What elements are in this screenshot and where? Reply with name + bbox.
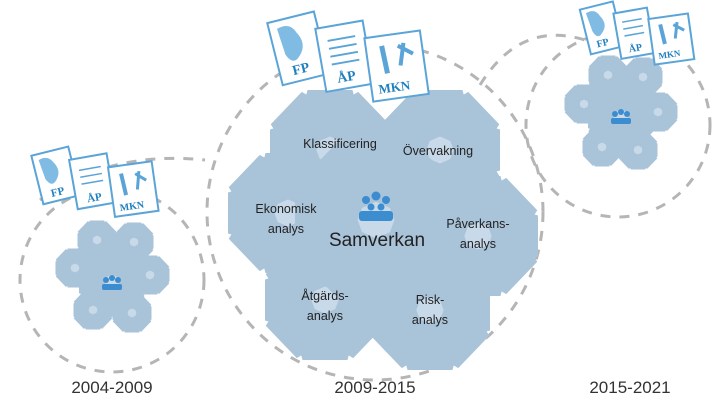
label-overvakning: Övervakning <box>403 144 473 158</box>
label-paverkans-analys: analys <box>460 237 496 251</box>
svg-text:FP: FP <box>50 185 66 200</box>
svg-text:MKN: MKN <box>378 77 412 96</box>
label-risk-analys: analys <box>412 313 448 327</box>
document-icon: ÅP <box>67 152 117 211</box>
svg-text:ÅP: ÅP <box>628 41 643 55</box>
center-label-samverkan: Samverkan <box>329 230 425 251</box>
document-stack-2015-2021: FP ÅP MKN <box>578 0 696 66</box>
document-icon: ÅP <box>314 19 375 94</box>
people-icon <box>102 275 122 290</box>
svg-text:FP: FP <box>596 37 611 51</box>
svg-text:MKN: MKN <box>119 200 146 214</box>
label-ekonomisk: Ekonomisk <box>255 202 317 216</box>
label-klassificering: Klassificering <box>303 137 377 151</box>
gear-icon <box>595 62 621 88</box>
document-stack-2009-2015: FP ÅP MKN <box>266 10 430 103</box>
people-icon <box>611 109 631 124</box>
circle-2009-2015 <box>205 42 545 382</box>
gear-icon <box>645 99 671 125</box>
people-icon <box>359 191 393 221</box>
circle-2015-2021 <box>524 31 712 219</box>
period-label-2004-2009: 2004-2009 <box>71 378 152 397</box>
period-label-2015-2021: 2015-2021 <box>589 378 670 397</box>
connector-arc-right <box>478 33 586 86</box>
gear-icon <box>80 297 106 323</box>
document-icon: MKN <box>363 29 430 103</box>
gear-icon <box>571 91 597 117</box>
document-icon: MKN <box>106 160 160 218</box>
gear-icon <box>62 255 88 281</box>
gear-icon <box>625 137 651 163</box>
document-stack-2004-2009: FP ÅP MKN <box>30 145 160 218</box>
document-icon: FP <box>30 145 82 206</box>
label-ekonomisk-analys: analys <box>268 222 304 236</box>
label-risk: Risk- <box>416 293 444 307</box>
gear-icon <box>137 262 163 288</box>
circle-2004-2009 <box>18 186 206 374</box>
period-label-2009-2015: 2009-2015 <box>334 378 415 397</box>
gear-icon <box>121 229 147 255</box>
label-atgards: Åtgärds- <box>301 288 348 303</box>
gear-icon <box>84 227 110 253</box>
svg-text:ÅP: ÅP <box>336 68 358 87</box>
gear-icon <box>119 300 145 326</box>
document-icon: ÅP <box>612 6 657 61</box>
gear-icon <box>630 64 656 90</box>
gear-icon <box>589 134 615 160</box>
label-paverkans: Påverkans- <box>446 217 509 231</box>
svg-text:MKN: MKN <box>658 48 682 61</box>
document-icon: MKN <box>647 12 696 66</box>
svg-text:FP: FP <box>291 60 312 79</box>
svg-text:ÅP: ÅP <box>86 191 103 205</box>
label-atgards-analys: analys <box>307 309 343 323</box>
